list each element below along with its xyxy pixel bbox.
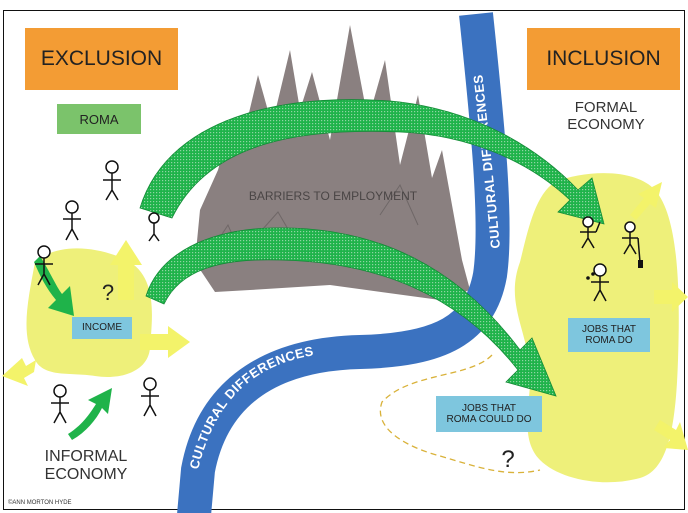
working-person-icon bbox=[622, 221, 641, 263]
person-icon bbox=[35, 245, 53, 286]
inclusion-label: INCLUSION bbox=[527, 28, 680, 90]
diagram-frame bbox=[3, 10, 685, 510]
barriers-label: BARRIERS TO EMPLOYMENT bbox=[248, 189, 418, 203]
lower-green-arc-arrow-icon bbox=[145, 227, 557, 397]
jobs-roma-do-line1: JOBS THAT bbox=[581, 323, 637, 335]
person-icon bbox=[103, 160, 121, 201]
informal-economy-line2: ECONOMY bbox=[44, 466, 128, 483]
informal-economy-line1: INFORMAL bbox=[44, 448, 128, 465]
yellow-arrow-left-icon bbox=[2, 358, 36, 386]
person-details bbox=[586, 260, 643, 280]
roma-people bbox=[35, 160, 641, 424]
potential-jobs-dashed-region bbox=[379, 354, 541, 474]
copyright-text: ©ANN MORTON HYDE bbox=[8, 500, 72, 506]
working-person-icon bbox=[580, 216, 601, 249]
yellow-arrow-upright-icon bbox=[630, 182, 662, 220]
person-icon bbox=[63, 200, 81, 241]
formal-economy-line2: ECONOMY bbox=[567, 116, 645, 133]
roma-label: ROMA bbox=[57, 104, 141, 134]
singing-person-icon bbox=[591, 263, 609, 302]
person-icon bbox=[51, 384, 69, 424]
jobs-roma-do-box: JOBS THAT ROMA DO bbox=[568, 318, 650, 352]
yellow-arrows bbox=[2, 182, 688, 450]
yellow-arrow-formal-right-icon bbox=[654, 282, 688, 312]
jobs-roma-do-line2: ROMA DO bbox=[585, 335, 633, 346]
jobs-roma-could-do-line2: ROMA COULD DO bbox=[446, 414, 532, 425]
income-box: INCOME bbox=[72, 317, 132, 339]
yellow-arrow-downright-icon bbox=[654, 420, 688, 450]
formal-economy-line1: FORMAL bbox=[574, 99, 638, 116]
yellow-arrow-right-icon bbox=[140, 326, 190, 358]
question-mark-left: ? bbox=[101, 280, 115, 305]
jobs-roma-could-do-box: JOBS THAT ROMA COULD DO bbox=[436, 396, 542, 432]
jobs-roma-could-do-line1: JOBS THAT bbox=[461, 402, 517, 414]
question-mark-bottom: ? bbox=[501, 446, 515, 473]
person-behind-barrier-icon bbox=[148, 212, 160, 242]
yellow-arrow-up-icon bbox=[110, 240, 142, 300]
exclusion-label: EXCLUSION bbox=[25, 28, 178, 90]
upper-green-arc-arrow-icon bbox=[139, 99, 605, 225]
bottom-green-arrow-icon bbox=[68, 388, 112, 440]
cultural-differences-river bbox=[177, 12, 510, 513]
person-icon bbox=[141, 377, 159, 417]
